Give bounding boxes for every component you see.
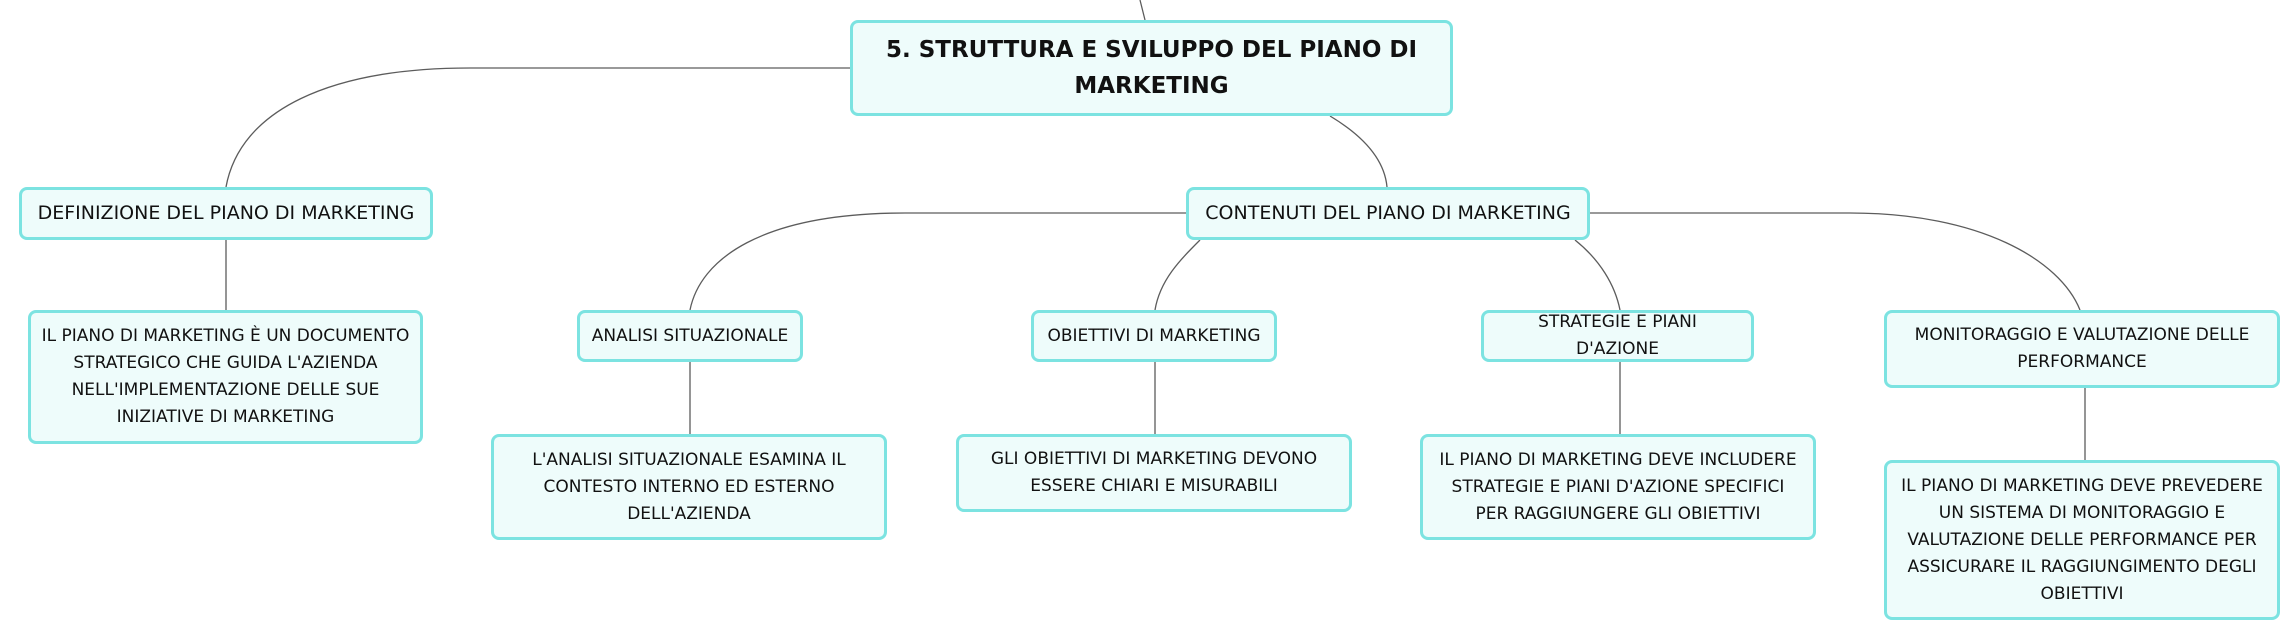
root-topic-label: 5. STRUTTURA E SVILUPPO DEL PIANO DI MAR… xyxy=(885,37,1418,99)
connector-root-definizione xyxy=(225,67,850,188)
root-topic[interactable]: 5. STRUTTURA E SVILUPPO DEL PIANO DI MAR… xyxy=(850,20,1453,116)
note-obiettivi[interactable]: GLI OBIETTIVI DI MARKETING DEVONO ESSERE… xyxy=(956,434,1352,512)
note-strategie[interactable]: IL PIANO DI MARKETING DEVE INCLUDERE STR… xyxy=(1420,434,1816,540)
topic-definizione[interactable]: DEFINIZIONE DEL PIANO DI MARKETING xyxy=(19,187,433,240)
subtopic-monitoraggio-label: MONITORAGGIO E VALUTAZIONE DELLE PERFORM… xyxy=(1914,325,2250,372)
connector-contenuti-analisi xyxy=(689,212,1186,311)
topic-definizione-label: DEFINIZIONE DEL PIANO DI MARKETING xyxy=(37,202,415,224)
subtopic-analisi[interactable]: ANALISI SITUAZIONALE xyxy=(577,310,803,362)
note-obiettivi-text: GLI OBIETTIVI DI MARKETING DEVONO ESSERE… xyxy=(990,449,1318,496)
subtopic-obiettivi[interactable]: OBIETTIVI DI MARKETING xyxy=(1031,310,1277,362)
connector-root-contenuti xyxy=(1329,115,1388,188)
note-analisi[interactable]: L'ANALISI SITUAZIONALE ESAMINA IL CONTES… xyxy=(491,434,887,540)
connector-parent-stub xyxy=(1139,0,1146,21)
note-analisi-text: L'ANALISI SITUAZIONALE ESAMINA IL CONTES… xyxy=(532,449,846,524)
subtopic-monitoraggio[interactable]: MONITORAGGIO E VALUTAZIONE DELLE PERFORM… xyxy=(1884,310,2280,388)
subtopic-strategie-label: STRATEGIE E PIANI D'AZIONE xyxy=(1538,312,1697,359)
topic-contenuti-label: CONTENUTI DEL PIANO DI MARKETING xyxy=(1205,202,1571,224)
connector-contenuti-monitoraggio xyxy=(1590,212,2081,311)
subtopic-obiettivi-label: OBIETTIVI DI MARKETING xyxy=(1047,325,1261,346)
note-monitoraggio-text: IL PIANO DI MARKETING DEVE PREVEDERE UN … xyxy=(1901,475,2263,604)
note-definizione[interactable]: IL PIANO DI MARKETING È UN DOCUMENTO STR… xyxy=(28,310,423,444)
topic-contenuti[interactable]: CONTENUTI DEL PIANO DI MARKETING xyxy=(1186,187,1590,240)
note-strategie-text: IL PIANO DI MARKETING DEVE INCLUDERE STR… xyxy=(1439,449,1797,524)
subtopic-analisi-label: ANALISI SITUAZIONALE xyxy=(591,325,789,346)
subtopic-strategie[interactable]: STRATEGIE E PIANI D'AZIONE xyxy=(1481,310,1754,362)
note-definizione-text: IL PIANO DI MARKETING È UN DOCUMENTO STR… xyxy=(41,326,410,427)
note-monitoraggio[interactable]: IL PIANO DI MARKETING DEVE PREVEDERE UN … xyxy=(1884,460,2280,620)
connector-contenuti-obiettivi xyxy=(1154,239,1201,311)
connector-contenuti-strategie xyxy=(1574,239,1621,311)
